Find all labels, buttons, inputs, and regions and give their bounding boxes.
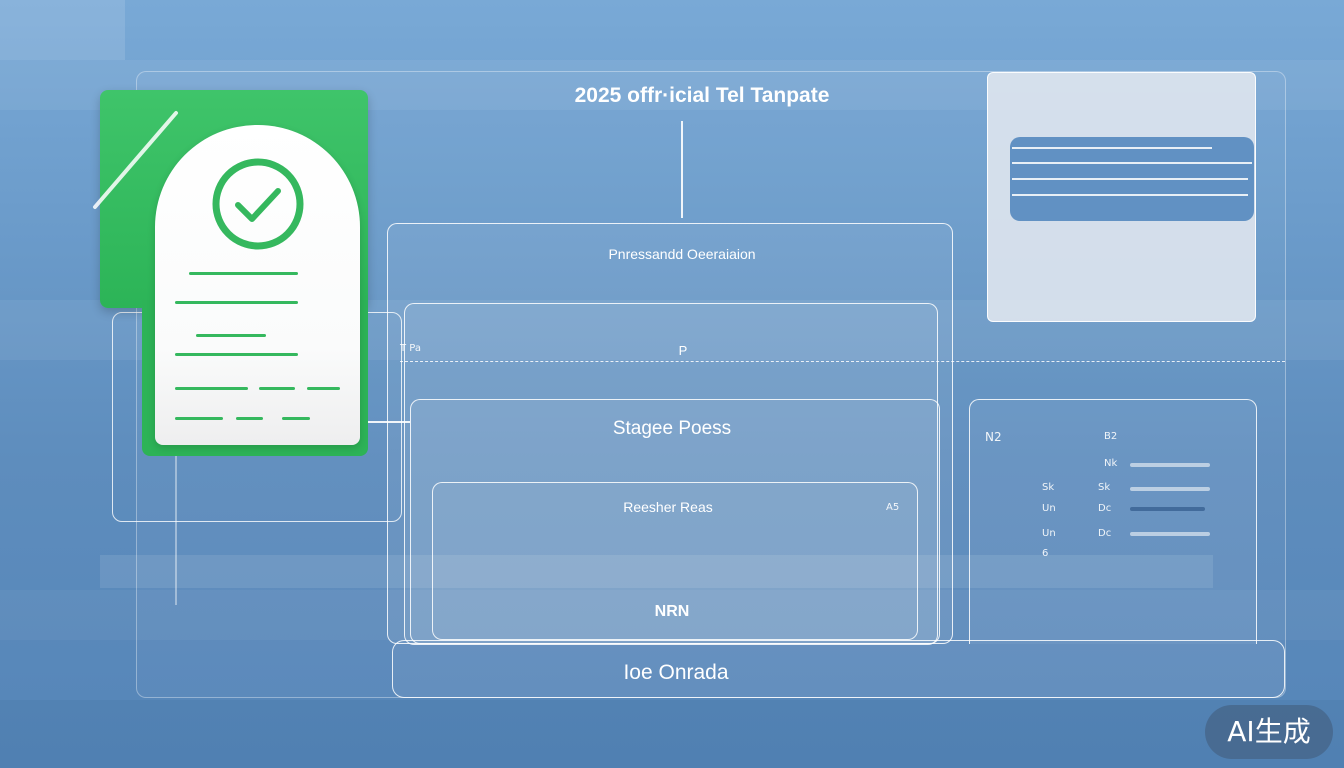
nrn-label: NRN: [654, 603, 690, 620]
preview-line: [1012, 147, 1212, 149]
preview-line: [1012, 178, 1248, 180]
document-line: [189, 272, 298, 275]
right-list-panel[interactable]: [969, 399, 1257, 644]
list-label: Sk: [1042, 482, 1055, 493]
background-tile: [0, 0, 125, 60]
second-card[interactable]: [404, 303, 938, 645]
background-band: [0, 700, 1344, 768]
list-label: Nk: [1104, 458, 1118, 469]
dashed-divider: [400, 361, 1285, 362]
process-card-title: Pnressandd Oeeraiaion: [608, 246, 756, 262]
ai-generated-badge: AI生成: [1205, 705, 1333, 759]
list-bar: [1130, 487, 1210, 491]
document-line: [175, 301, 298, 304]
check-circle-icon: [212, 158, 304, 250]
page-title: 2025 offr·icial Tel Tanpate: [574, 84, 830, 107]
list-label: B2: [1104, 431, 1118, 442]
document-line: [196, 334, 266, 337]
preview-line: [1012, 162, 1252, 164]
second-card-title: P: [678, 343, 688, 358]
bottom-card[interactable]: [392, 640, 1285, 698]
stage-card-title: Stagee Poess: [612, 418, 732, 439]
list-bar: [1130, 532, 1210, 536]
connector-line: [681, 121, 683, 218]
bottom-card-title: Ioe Onrada: [623, 661, 729, 684]
stage-card[interactable]: [410, 399, 940, 644]
document-line: [259, 387, 295, 390]
list-label: Sk: [1098, 482, 1111, 493]
connector-line: [360, 421, 410, 423]
reesher-card[interactable]: [432, 482, 918, 640]
document-paper: [155, 125, 360, 445]
list-bar: [1130, 463, 1210, 467]
document-line: [175, 353, 298, 356]
process-card[interactable]: [387, 223, 953, 644]
highlight-stroke-icon: [93, 111, 178, 209]
list-bar: [1130, 507, 1205, 511]
connector-line: [175, 455, 177, 605]
background-band: [0, 590, 1344, 640]
reesher-card-title: Reesher Reas: [623, 499, 713, 515]
left-small-label: T Pa: [400, 343, 421, 354]
document-line: [236, 417, 263, 420]
list-label: Dc: [1098, 503, 1112, 514]
document-line: [175, 387, 248, 390]
document-line: [282, 417, 310, 420]
right-small-label: A5: [886, 502, 900, 513]
preview-line: [1012, 194, 1248, 196]
document-line: [307, 387, 340, 390]
list-label: Dc: [1098, 528, 1112, 539]
list-label: Un: [1042, 528, 1056, 539]
background-tile: [100, 555, 1213, 588]
list-label: 6: [1042, 548, 1049, 559]
nz-label: N2: [985, 430, 1002, 444]
document-line: [175, 417, 223, 420]
list-label: Un: [1042, 503, 1056, 514]
